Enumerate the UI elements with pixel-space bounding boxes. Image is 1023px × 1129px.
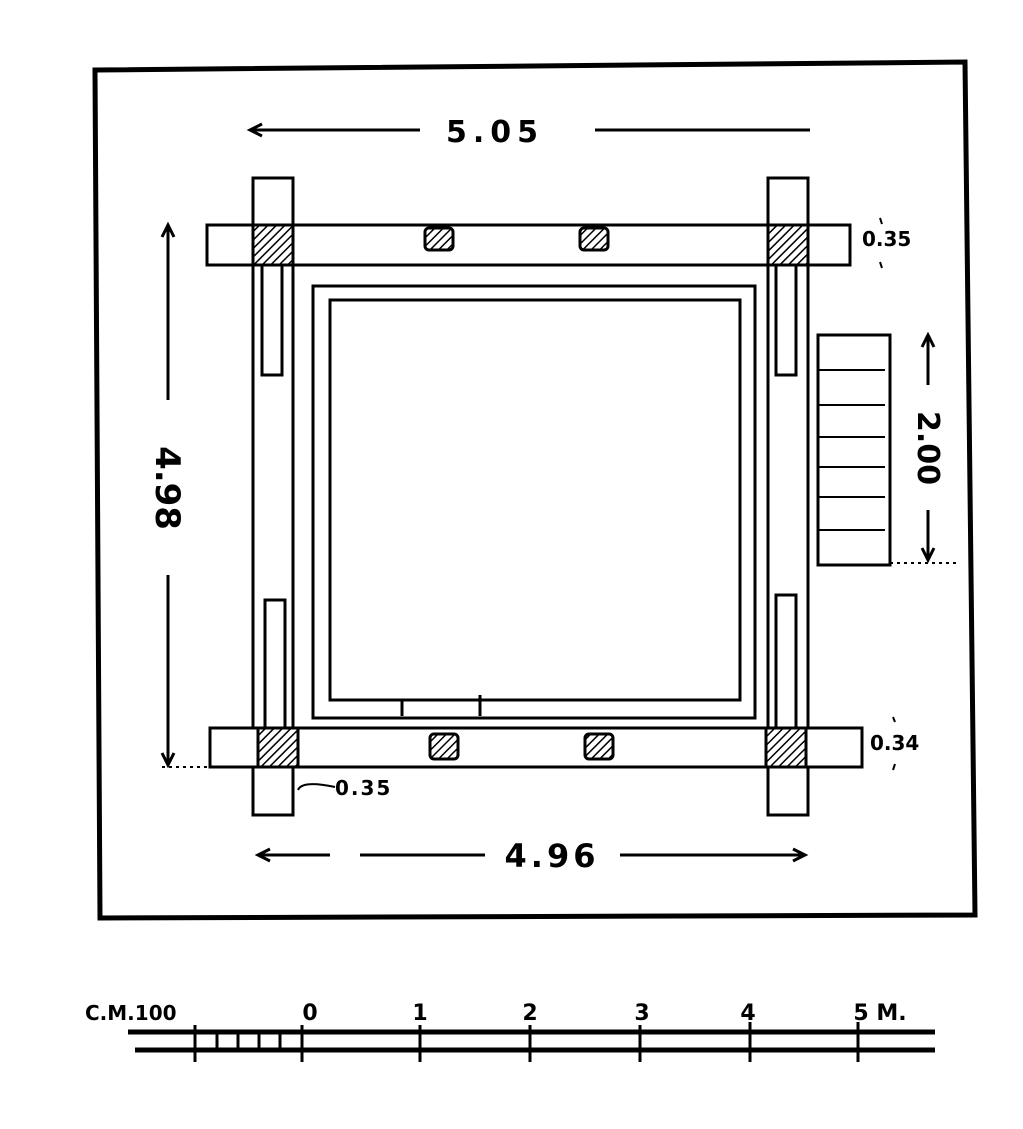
staircase xyxy=(816,333,892,567)
scale-tick-1: 1 xyxy=(412,1001,427,1026)
inner-room xyxy=(311,284,757,720)
beams xyxy=(205,223,864,769)
scale-tick-2: 2 xyxy=(522,1001,537,1026)
dimension-lines xyxy=(160,122,960,863)
scale-tick-5: 5 M. xyxy=(853,1001,906,1026)
dim-top-beam: 0.35 xyxy=(862,227,911,251)
dim-column-width: 0.35 xyxy=(335,776,392,800)
column-slots xyxy=(260,263,798,730)
dim-top-width: 5.05 xyxy=(446,115,544,150)
dim-stair-length: 2.00 xyxy=(910,411,945,485)
scale-tick-3: 3 xyxy=(634,1001,649,1026)
dim-bottom-width: 4.96 xyxy=(505,837,600,875)
dim-left-depth: 4.98 xyxy=(147,446,187,530)
scale-unit-label: C.M.100 xyxy=(85,1001,177,1025)
scale-bar xyxy=(128,1022,935,1062)
scale-tick-0: 0 xyxy=(302,1001,317,1026)
dim-bottom-beam: 0.34 xyxy=(870,731,919,755)
hatched-column-sections xyxy=(251,223,810,769)
outer-frame xyxy=(92,59,978,921)
scale-tick-4: 4 xyxy=(740,1001,755,1026)
